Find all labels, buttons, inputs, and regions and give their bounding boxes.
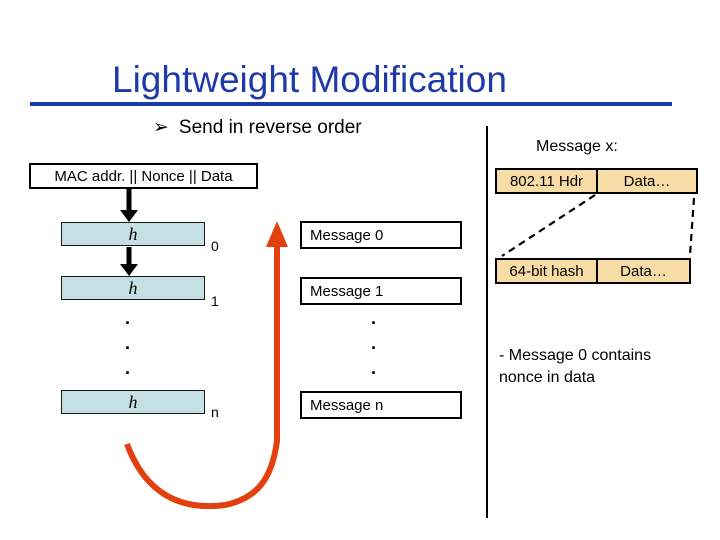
- hash-box-0: h: [61, 222, 205, 246]
- packet-box-hash: 64-bit hash Data…: [495, 258, 691, 284]
- input-box-label: MAC addr. || Nonce || Data: [54, 167, 233, 185]
- packet-data-field: Data…: [620, 262, 667, 280]
- expansion-dashed-lines: [501, 194, 696, 257]
- hash-label: h: [128, 223, 138, 244]
- message-box-0: Message 0: [300, 221, 462, 249]
- dot: .: [371, 333, 377, 353]
- bullet-line: ➢ Send in reverse order: [153, 116, 362, 139]
- hash-subscript-n: n: [211, 404, 219, 420]
- dot: .: [125, 333, 131, 353]
- dot: .: [371, 308, 377, 328]
- bullet-text: Send in reverse order: [178, 117, 362, 138]
- title-underline: [30, 102, 672, 106]
- message-label: Message n: [310, 396, 384, 414]
- note-text: - Message 0 contains nonce in data: [499, 345, 651, 389]
- page-title: Lightweight Modification: [112, 59, 507, 100]
- note-line-2: nonce in data: [499, 369, 596, 386]
- hash-label: h: [128, 277, 138, 298]
- dot: .: [125, 358, 131, 378]
- hash-label: h: [128, 391, 138, 412]
- message-box-1: Message 1: [300, 277, 462, 305]
- hash-subscript-0: 0: [211, 238, 219, 254]
- arrowhead-bullet-icon: ➢: [153, 117, 169, 138]
- hash-box-n: h: [61, 390, 205, 414]
- pipeline-ellipsis: . . .: [125, 306, 130, 381]
- note-line-1: - Message 0 contains: [499, 347, 652, 364]
- reverse-order-arrow-icon: [124, 221, 288, 509]
- message-label: Message 1: [310, 282, 384, 300]
- message-box-n: Message n: [300, 391, 462, 419]
- packet-data-field: Data…: [623, 172, 671, 190]
- packet-box-header: 802.11 Hdr Data…: [495, 168, 698, 194]
- input-box-mac-nonce-data: MAC addr. || Nonce || Data: [29, 163, 258, 189]
- messages-ellipsis: . . .: [371, 306, 376, 381]
- packet-header-field: 802.11 Hdr: [497, 170, 598, 192]
- vertical-divider: [486, 126, 488, 518]
- dot: .: [371, 358, 377, 378]
- message-x-heading: Message x:: [536, 138, 618, 155]
- arrow-down-icon: [120, 247, 138, 276]
- hash-box-1: h: [61, 276, 205, 300]
- packet-hash-field: 64-bit hash: [497, 260, 598, 282]
- dot: .: [125, 308, 131, 328]
- arrow-down-icon: [120, 189, 138, 222]
- message-label: Message 0: [310, 226, 384, 244]
- hash-subscript-1: 1: [211, 293, 219, 309]
